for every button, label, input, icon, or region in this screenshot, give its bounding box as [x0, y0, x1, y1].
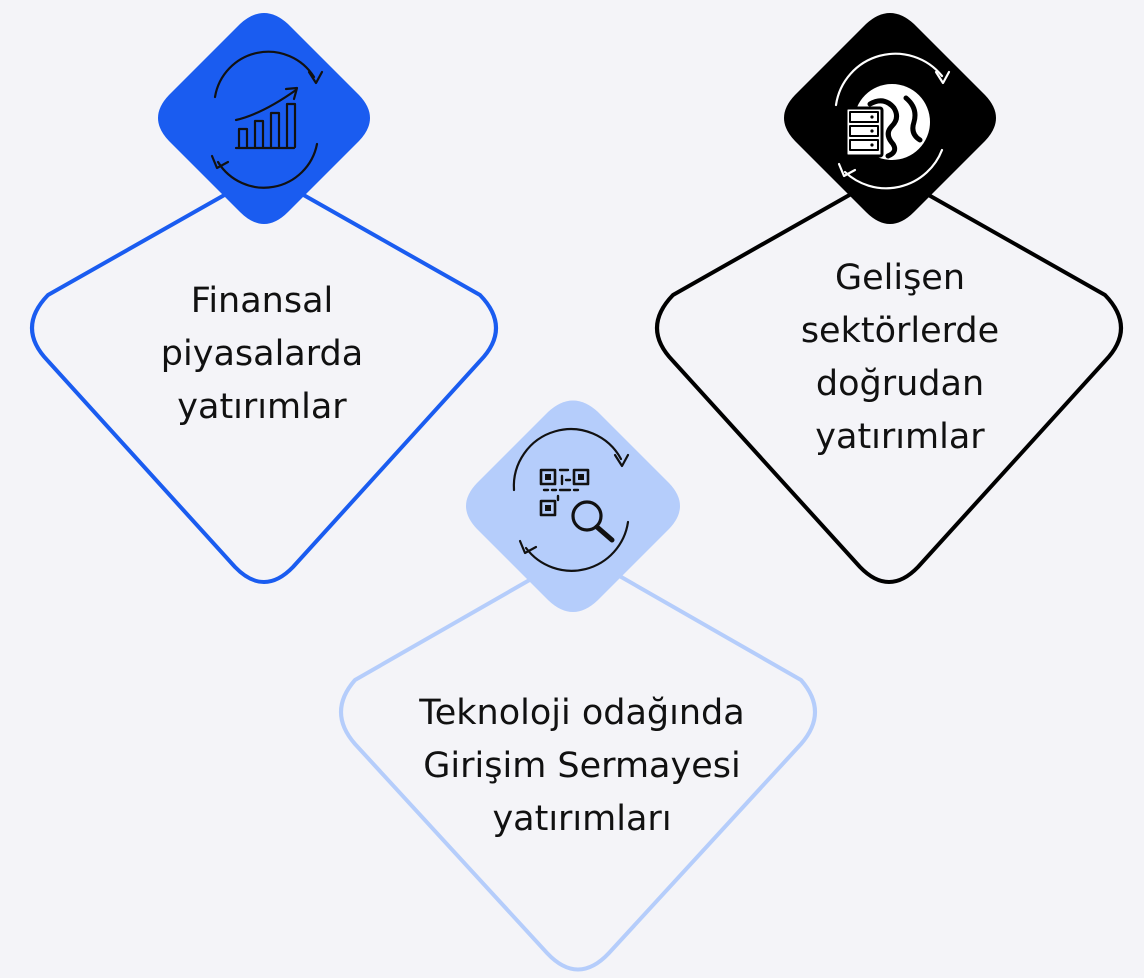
label-line: yatırımlar — [815, 417, 985, 457]
label-line: Girişim Sermayesi — [423, 746, 741, 786]
growth-chart-cycle-icon — [210, 50, 324, 189]
label-line: Teknoloji odağında — [419, 693, 745, 733]
label-line: Finansal — [190, 281, 334, 321]
label-line: yatırımlar — [177, 387, 347, 427]
label-financial-markets: Finansal piyasalarda yatırımlar — [122, 275, 402, 434]
label-technology-vc: Teknoloji odağında Girişim Sermayesi yat… — [352, 687, 812, 846]
label-line: piyasalarda — [160, 334, 364, 374]
icon-tile-technology — [466, 400, 680, 612]
item-technology-vc — [339, 400, 817, 972]
label-line: yatırımları — [492, 799, 672, 839]
qr-search-cycle-icon — [512, 428, 630, 572]
label-emerging-sectors: Gelişen sektörlerde doğrudan yatırımlar — [740, 252, 1060, 464]
item-emerging-sectors — [655, 13, 1123, 584]
item-financial-markets — [30, 13, 498, 584]
label-line: sektörlerde — [800, 311, 1000, 351]
label-line: Gelişen — [834, 258, 966, 298]
icon-tile-financial — [158, 13, 370, 224]
label-line: doğrudan — [815, 364, 985, 404]
globe-server-cycle-icon — [834, 52, 951, 190]
